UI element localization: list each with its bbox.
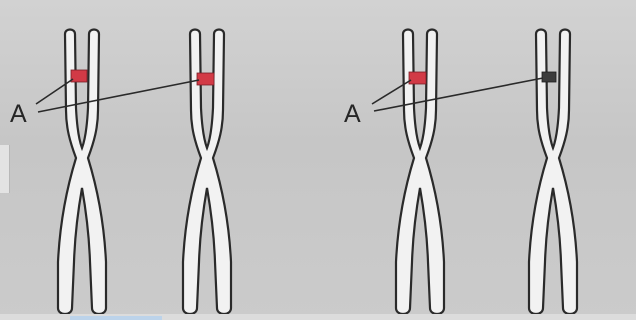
chromosome-left-pair-2 <box>183 30 231 315</box>
pointer-line-right-2 <box>374 78 543 111</box>
band-right-pair-2 <box>542 72 556 82</box>
band-right-pair-1 <box>409 72 426 84</box>
label-a-right: A <box>344 100 361 129</box>
band-left-pair-2 <box>197 73 214 85</box>
bottom-tab-edge <box>70 316 162 320</box>
label-a-left: A <box>10 100 27 129</box>
pointer-line-left-2 <box>38 80 199 112</box>
band-left-pair-1 <box>71 70 87 82</box>
